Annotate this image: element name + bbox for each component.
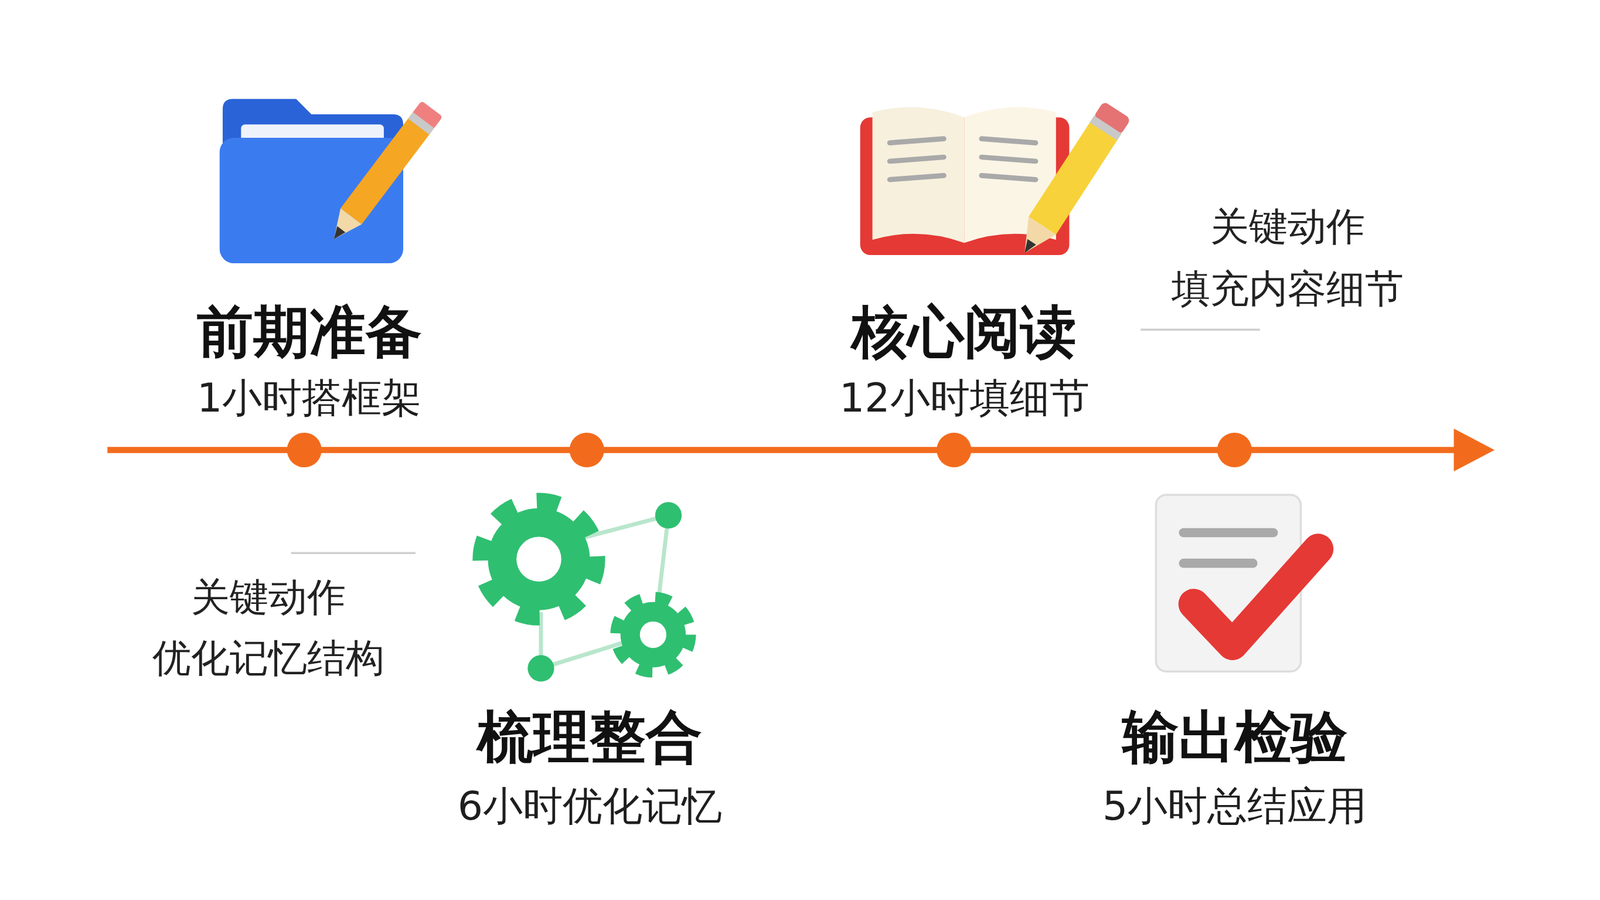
key-action-heading: 关键动作 [1210,204,1365,250]
stage-duration: 5小时总结应用 [1102,783,1367,829]
stage-title: 核心阅读 [851,299,1077,364]
key-action-heading: 关键动作 [191,574,346,620]
stage-title: 前期准备 [196,299,422,364]
key-action-text: 优化记忆结构 [152,635,385,681]
book-icon [860,101,1132,262]
stage-duration: 12小时填细节 [839,375,1090,421]
separator-line [291,552,416,554]
folder-icon [219,99,444,264]
stage-duration: 1小时搭框架 [196,375,422,421]
timeline-arrowhead [1454,428,1496,472]
gears-icon [483,501,688,682]
timeline-dots [287,432,1252,468]
stage-title: 梳理整合 [477,704,703,769]
separator-line [1140,328,1261,330]
check-document-icon [1155,494,1319,672]
key-action-text: 填充内容细节 [1171,266,1404,312]
stage-duration: 6小时优化记忆 [457,783,723,829]
stage-title: 输出检验 [1122,704,1348,769]
